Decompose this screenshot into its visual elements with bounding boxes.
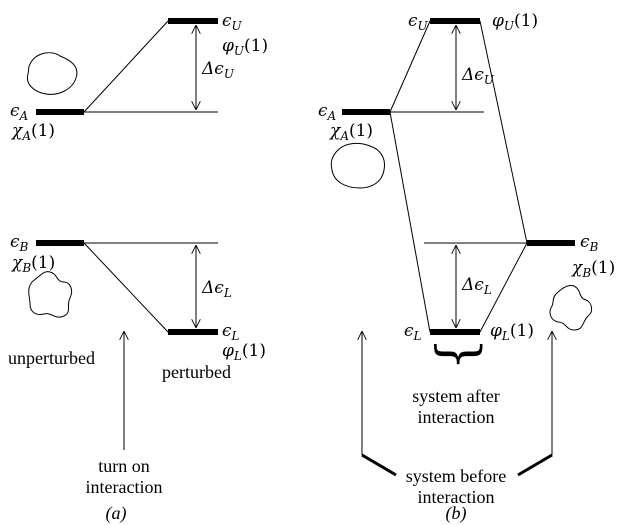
delta-epsilon-L-label-b: ΔϵL	[461, 275, 492, 297]
phi-L-label-b: φL(1)	[490, 321, 534, 343]
orbital-blob-B-a	[28, 271, 73, 318]
connector-A-to-U-a	[83, 20, 169, 113]
unperturbed-label: unperturbed	[8, 348, 95, 368]
before-bracket-left-b	[361, 453, 397, 477]
turn-on-interaction-line2: interaction	[86, 477, 163, 497]
chi-B-label-b: χB(1)	[571, 258, 615, 280]
turn-on-interaction-line1: turn on	[98, 456, 150, 476]
phi-U-label-b: φU(1)	[492, 11, 538, 33]
epsilon-U-label-a: ϵU	[222, 11, 243, 33]
delta-epsilon-U-label-a: ΔϵU	[201, 59, 235, 81]
system-after-line2: interaction	[418, 407, 495, 427]
epsilon-U-label-b: ϵU	[408, 11, 429, 33]
chi-A-label-b: χA(1)	[329, 121, 373, 143]
epsilon-B-label-a: ϵB	[10, 232, 29, 254]
orbital-blob-A-a	[26, 52, 78, 95]
caption-a: (a)	[106, 503, 127, 524]
delta-epsilon-L-label-a: ΔϵL	[201, 278, 232, 300]
epsilon-B-label-b: ϵB	[580, 232, 599, 254]
panel-b: } ϵU φU(1) ΔϵU ϵA χA(1) ϵB χB(1) ΔϵL ϵL …	[318, 11, 615, 524]
perturbed-label: perturbed	[162, 362, 231, 382]
caption-b: (b)	[446, 503, 467, 524]
chi-B-label-a: χB(1)	[11, 253, 55, 275]
orbital-blob-B-b	[549, 285, 593, 331]
phi-L-label-a: φL(1)	[222, 341, 266, 363]
epsilon-L-label-a: ϵL	[222, 321, 240, 343]
system-before-line2: interaction	[418, 487, 495, 507]
before-bracket-right-b	[517, 453, 553, 477]
phi-U-label-a: φU(1)	[222, 36, 268, 58]
connector-B-to-U-b	[479, 20, 528, 244]
orbital-blob-A-b	[330, 142, 385, 189]
epsilon-A-label-a: ϵA	[10, 101, 29, 123]
connector-A-to-U-b	[389, 20, 431, 113]
system-before-line1: system before	[406, 466, 506, 486]
panel-a: ϵU φU(1) ΔϵU ϵA χA(1) ϵB χB(1) ΔϵL ϵL φL…	[8, 11, 268, 524]
system-after-line1: system after	[412, 386, 499, 406]
delta-epsilon-U-label-b: ΔϵU	[461, 65, 495, 87]
chi-A-label-a: χA(1)	[11, 121, 55, 143]
epsilon-L-label-b: ϵL	[404, 321, 422, 343]
epsilon-A-label-b: ϵA	[318, 101, 337, 123]
connector-B-to-L-b	[479, 242, 528, 333]
brace-icon: }	[430, 337, 490, 370]
connector-B-to-L-a	[83, 242, 169, 333]
connector-A-to-L-b	[389, 111, 431, 333]
